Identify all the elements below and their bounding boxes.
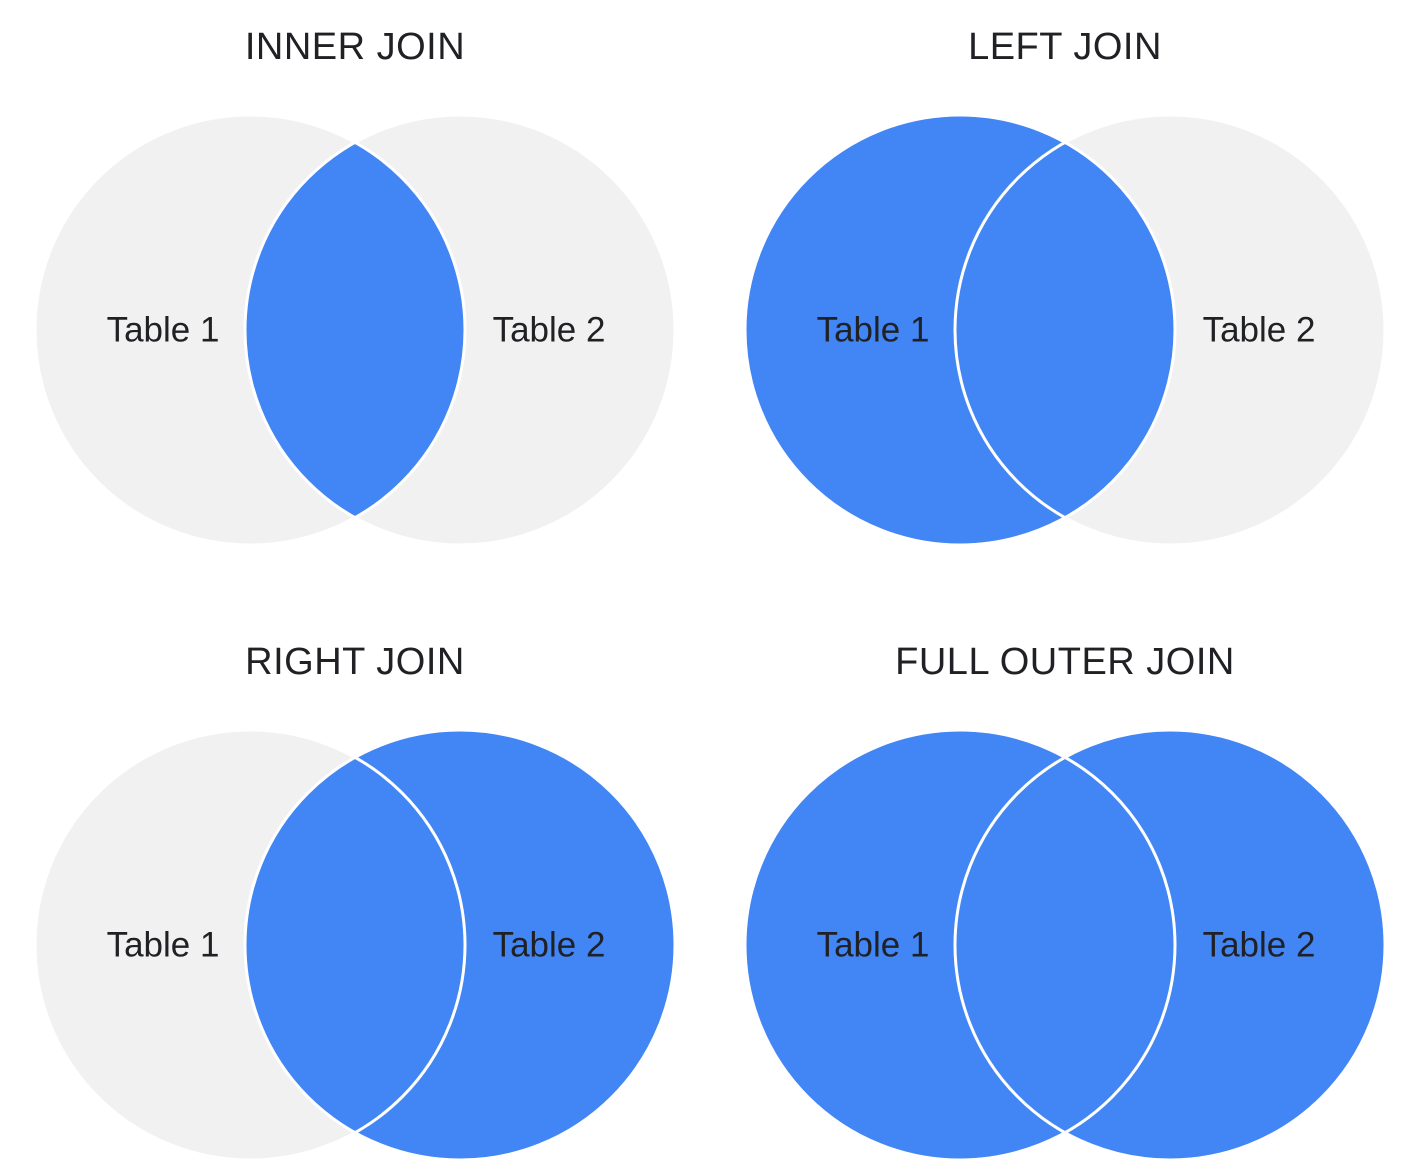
table2-label: Table 2: [493, 926, 606, 965]
left-join-title: LEFT JOIN: [968, 26, 1162, 68]
right-join-venn: Table 1 Table 2: [33, 728, 677, 1160]
full-outer-join-panel: FULL OUTER JOIN Table 1 Table 2: [710, 585, 1420, 1168]
left-circle-outline: [33, 728, 467, 1160]
table1-label: Table 1: [817, 926, 930, 965]
inner-join-title: INNER JOIN: [244, 26, 466, 68]
left-join-panel: LEFT JOIN Table 1 Table 2: [710, 0, 1420, 585]
intersection-region: [245, 757, 465, 1133]
right-circle-outline: [953, 113, 1387, 545]
table1-label: Table 1: [817, 311, 930, 350]
right-circle-outline: [243, 113, 677, 545]
intersection-region: [245, 142, 465, 518]
table1-label: Table 1: [107, 311, 220, 350]
left-circle-outline: [743, 113, 1177, 545]
full-outer-join-venn: Table 1 Table 2: [743, 728, 1387, 1160]
inner-join-panel: INNER JOIN Table 1 Table 2: [0, 0, 710, 585]
intersection-region: [955, 142, 1175, 518]
table1-label: Table 1: [107, 926, 220, 965]
inner-join-venn: Table 1 Table 2: [33, 113, 677, 545]
right-join-title: RIGHT JOIN: [245, 641, 465, 683]
table2-label: Table 2: [493, 311, 606, 350]
full-outer-join-title: FULL OUTER JOIN: [895, 641, 1235, 683]
left-circle-outline: [33, 113, 467, 545]
intersection-region: [955, 757, 1175, 1133]
table2-label: Table 2: [1203, 311, 1316, 350]
left-circle-outline: [743, 728, 1177, 1160]
left-join-venn: Table 1 Table 2: [743, 113, 1387, 545]
right-join-panel: RIGHT JOIN Table 1 Table 2: [0, 585, 710, 1168]
right-circle-outline: [953, 728, 1387, 1160]
right-circle-outline: [243, 728, 677, 1160]
table2-label: Table 2: [1203, 926, 1316, 965]
